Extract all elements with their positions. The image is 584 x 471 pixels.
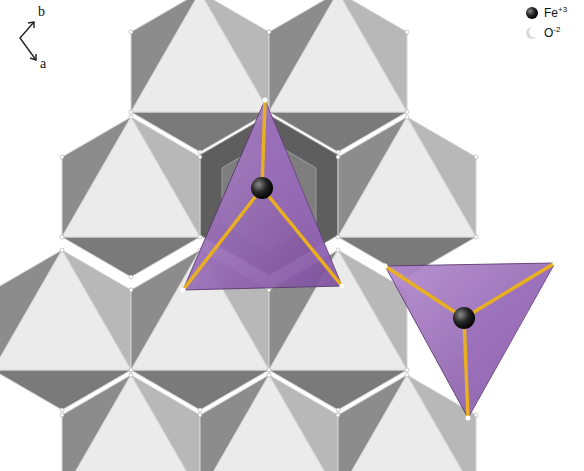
axis-label: b <box>38 4 45 20</box>
axis-arrows <box>20 22 36 60</box>
legend-swatch <box>525 6 539 20</box>
legend-label: O-2 <box>544 26 560 40</box>
fe-tetrahedron <box>383 261 558 421</box>
legend-entry: O-2 <box>525 26 560 40</box>
legend-swatch <box>525 26 539 40</box>
fe-tetrahedron <box>181 98 345 293</box>
legend-label: Fe+3 <box>544 6 567 20</box>
legend-entry: Fe+3 <box>525 6 567 20</box>
axis-label: a <box>40 56 46 72</box>
